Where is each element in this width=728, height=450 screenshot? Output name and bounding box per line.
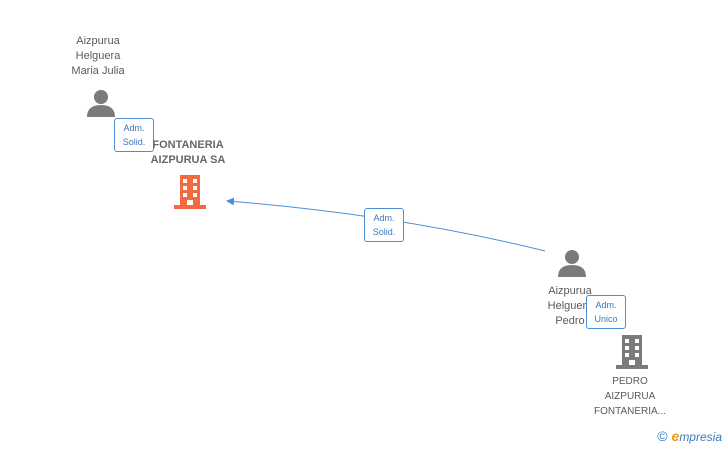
edge-badge-line-2: Solid.: [372, 227, 396, 237]
edge-badge-line-1: Adm.: [373, 213, 395, 223]
edge-badge-line-2: Solid.: [122, 137, 146, 147]
building-icon[interactable]: [174, 175, 206, 209]
edge-badge-pedro-fontaneria[interactable]: Adm. Solid.: [364, 208, 404, 242]
company-pedro-line-1: PEDRO: [612, 376, 648, 387]
company-fontaneria-line-1: FONTANERIA: [152, 139, 224, 151]
brand-initial: e: [671, 428, 680, 444]
company-fontaneria-label[interactable]: FONTANERIA AIZPURUA SA: [138, 138, 238, 168]
company-pedro-label[interactable]: PEDRO AIZPURUA FONTANERIA...: [580, 374, 680, 419]
brand-watermark: © empresia: [657, 428, 722, 444]
edge-badge-line-2: Unico: [594, 314, 618, 324]
edge-badge-maria[interactable]: Adm. Solid.: [114, 118, 154, 152]
edge-badge-line-1: Adm.: [123, 123, 145, 133]
person-maria-line-2: Helguera: [75, 50, 121, 62]
edge-badge-line-1: Adm.: [595, 300, 617, 310]
person-icon[interactable]: [557, 248, 587, 278]
person-maria-line-3: Maria Julia: [71, 65, 125, 77]
person-icon[interactable]: [86, 88, 116, 118]
person-maria-label[interactable]: Aizpurua Helguera Maria Julia: [58, 34, 138, 79]
brand-logo: empresia: [672, 428, 722, 444]
company-pedro-line-3: FONTANERIA...: [593, 406, 667, 417]
person-maria-line-1: Aizpurua: [76, 35, 120, 47]
person-pedro-line-1: Aizpurua: [548, 285, 592, 297]
edge-badge-pedro-company[interactable]: Adm. Unico: [586, 295, 626, 329]
person-pedro-line-2: Helguera: [547, 300, 593, 312]
brand-name: mpresia: [679, 430, 722, 444]
person-pedro-line-3: Pedro: [555, 315, 585, 327]
company-pedro-line-2: AIZPURUA: [604, 391, 656, 402]
company-fontaneria-line-2: AIZPURUA SA: [150, 154, 226, 166]
copyright-icon: ©: [657, 428, 668, 444]
person-pedro-label[interactable]: Aizpurua Helguera Pedro: [530, 284, 610, 329]
building-icon[interactable]: [616, 335, 648, 369]
